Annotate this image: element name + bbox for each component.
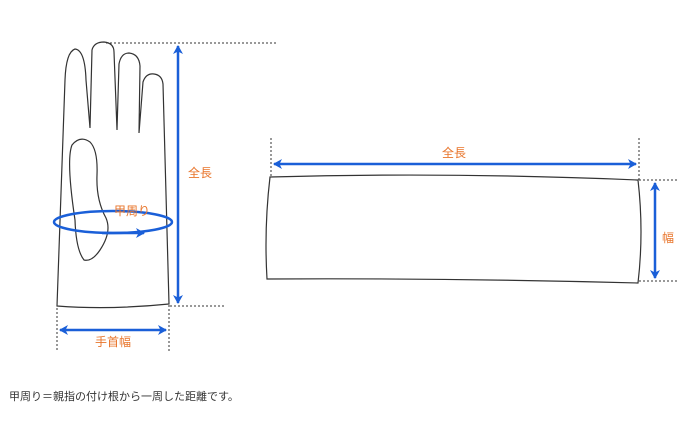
measurement-note: 甲周り＝親指の付け根から一周した距離です。: [9, 390, 239, 403]
glove-figure: 全長 甲周り 手首幅: [52, 41, 278, 352]
glove-circumference-label: 甲周り: [114, 204, 150, 218]
band-figure: 全長 幅: [265, 138, 677, 284]
wrist-width-label: 手首幅: [95, 334, 131, 349]
band-width-label: 幅: [662, 230, 674, 245]
band-length-label: 全長: [442, 145, 466, 160]
glove-outline: [56, 41, 170, 309]
glove-thumb-shape: [69, 138, 109, 261]
glove-circumference-ellipse: [52, 209, 174, 235]
glove-length-label: 全長: [188, 165, 212, 180]
band-outline: [265, 174, 642, 284]
